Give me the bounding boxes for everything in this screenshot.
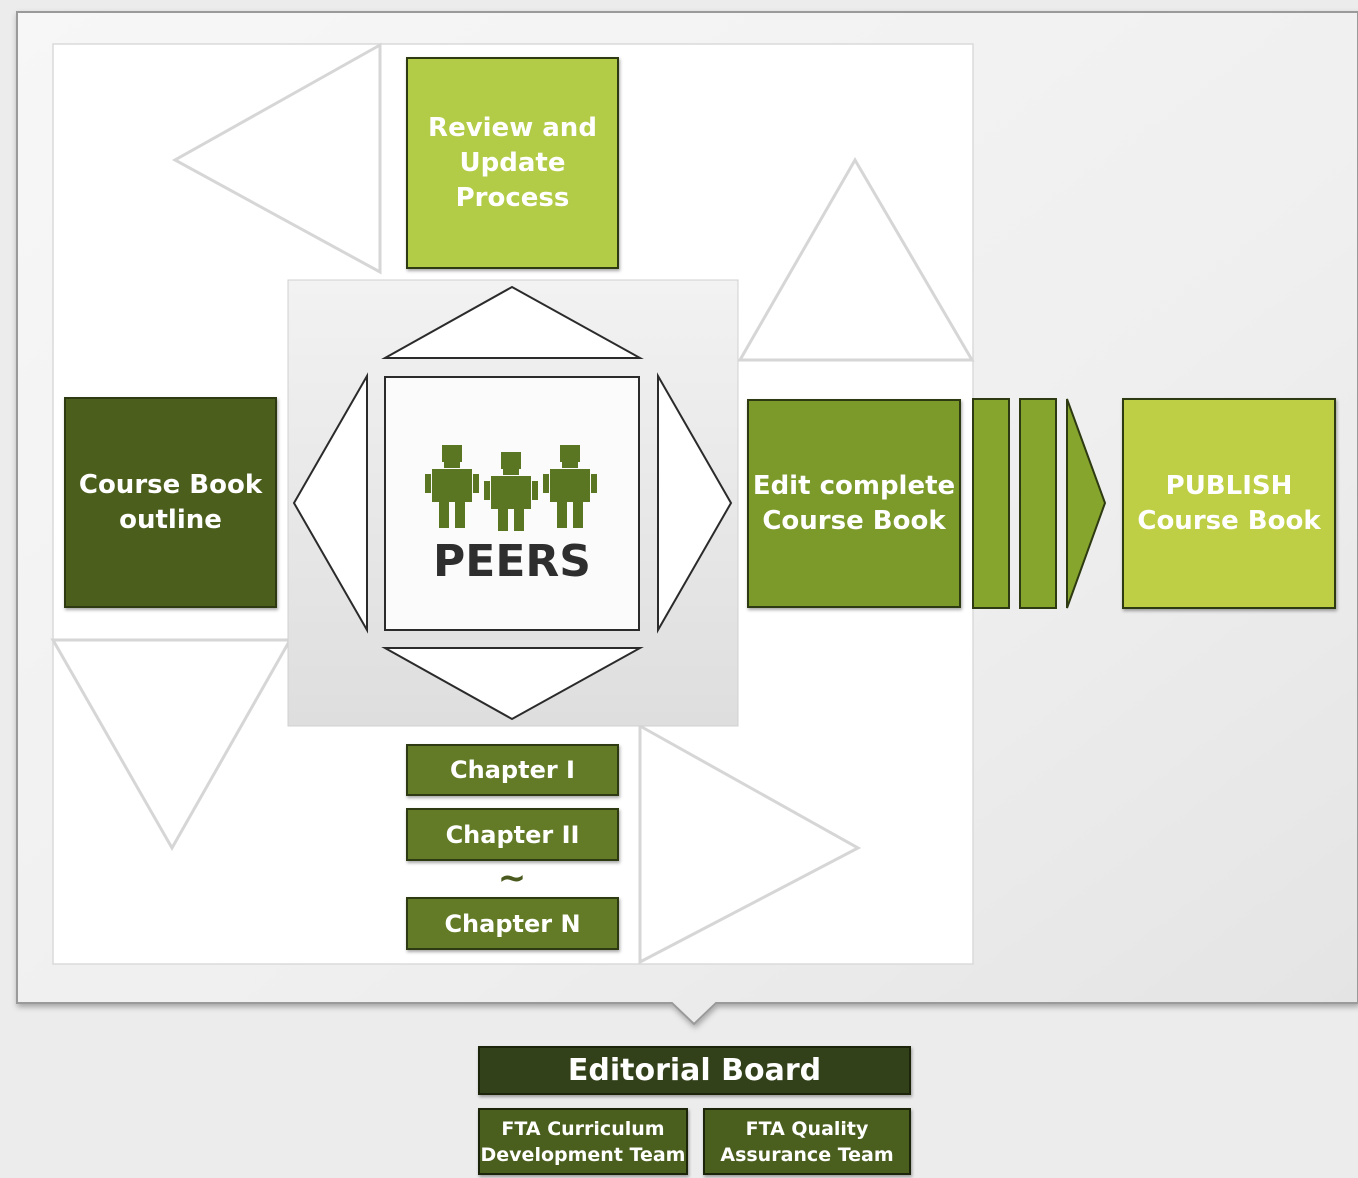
flow-block-1 bbox=[972, 398, 1010, 609]
review-update-box: Review and Update Process bbox=[406, 57, 619, 269]
team-label-quality: FTA Quality Assurance Team bbox=[720, 1117, 894, 1166]
peers-arrow-right bbox=[657, 372, 733, 634]
course-book-outline-label: Course Book outline bbox=[78, 469, 263, 535]
peers-label: PEERS bbox=[433, 536, 591, 587]
flow-block-2 bbox=[1019, 398, 1057, 609]
cycle-arrow-bottom-left bbox=[50, 638, 293, 852]
flow-arrow-right bbox=[1066, 398, 1107, 609]
peers-arrow-down bbox=[381, 647, 644, 721]
chapter-label-n: Chapter N bbox=[444, 909, 581, 938]
review-update-label: Review and Update Process bbox=[428, 112, 597, 213]
chapter-label-2: Chapter II bbox=[445, 820, 580, 849]
chapter-box-1: Chapter I bbox=[406, 744, 619, 796]
chapter-ellipsis: ~ bbox=[497, 858, 527, 898]
team-box-quality: FTA Quality Assurance Team bbox=[703, 1108, 911, 1175]
edit-course-book-box: Edit complete Course Book bbox=[747, 399, 961, 608]
peers-people-icon bbox=[425, 445, 597, 531]
cycle-arrow-top-right bbox=[737, 157, 975, 362]
chapter-box-n: Chapter N bbox=[406, 897, 619, 950]
course-book-outline-box: Course Book outline bbox=[64, 397, 277, 608]
publish-course-book-box: PUBLISH Course Book bbox=[1122, 398, 1336, 609]
peers-arrow-up bbox=[381, 285, 644, 359]
publish-course-book-label: PUBLISH Course Book bbox=[1137, 470, 1321, 536]
peers-arrow-left bbox=[292, 372, 368, 634]
cycle-arrow-top-left bbox=[171, 42, 382, 275]
cycle-arrow-bottom-right bbox=[638, 723, 862, 965]
edit-course-book-label: Edit complete Course Book bbox=[752, 470, 956, 536]
chapter-box-2: Chapter II bbox=[406, 808, 619, 861]
team-label-curriculum: FTA Curriculum Development Team bbox=[480, 1117, 686, 1166]
editorial-board-label: Editorial Board bbox=[567, 1053, 822, 1088]
chapter-label-1: Chapter I bbox=[450, 756, 575, 784]
editorial-board-box: Editorial Board bbox=[478, 1046, 911, 1095]
team-box-curriculum: FTA Curriculum Development Team bbox=[478, 1108, 688, 1175]
